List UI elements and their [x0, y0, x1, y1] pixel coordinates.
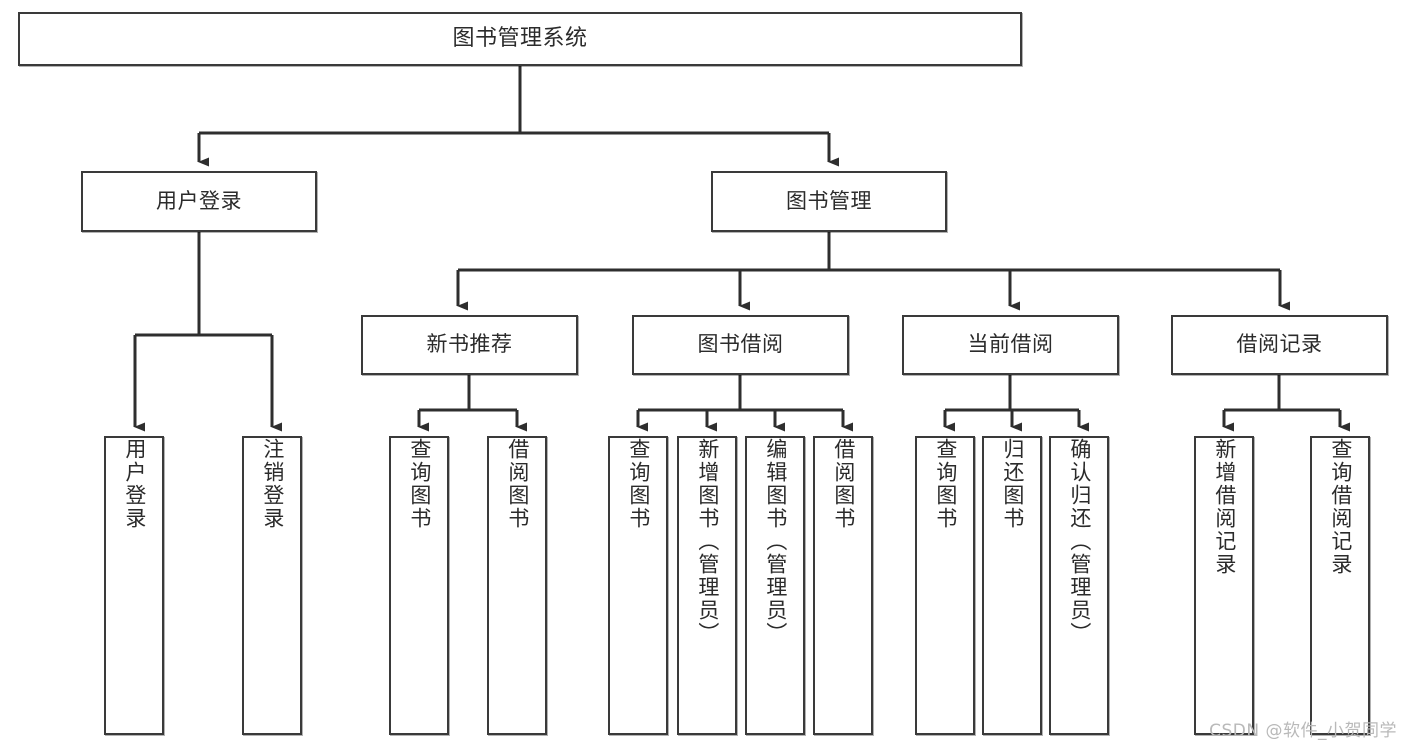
- node-label: 用户登录: [122, 438, 147, 530]
- node-label: 借阅记录: [1236, 332, 1323, 357]
- node-label: 确认归还（管理员）: [1067, 438, 1092, 645]
- node-label: 编辑图书（管理员）: [763, 438, 788, 645]
- node-用户登录-1: 用户登录: [104, 436, 164, 735]
- node-注销登录-2: 注销登录: [242, 436, 302, 735]
- node-label: 查询图书: [407, 438, 432, 530]
- node-label: 新书推荐: [426, 332, 513, 357]
- node-label: 用户登录: [156, 188, 242, 213]
- node-label: 归还图书: [1000, 438, 1025, 530]
- node-借阅图书-11: 借阅图书: [813, 436, 873, 735]
- node-确认归还管理员-15: 确认归还（管理员）: [1049, 436, 1109, 735]
- node-label: 借阅图书: [831, 438, 856, 530]
- node-用户登录-0: 用户登录: [81, 171, 317, 232]
- node-借阅记录-16: 借阅记录: [1171, 315, 1388, 375]
- node-查询借阅记录-18: 查询借阅记录: [1310, 436, 1370, 735]
- node-label: 借阅图书: [505, 438, 530, 530]
- node-归还图书-14: 归还图书: [982, 436, 1042, 735]
- node-label: 当前借阅: [967, 332, 1054, 357]
- node-借阅图书-6: 借阅图书: [487, 436, 547, 735]
- node-label: 图书管理系统: [452, 25, 588, 51]
- node-label: 新增图书（管理员）: [695, 438, 720, 645]
- node-label: 新增借阅记录: [1212, 438, 1237, 576]
- node-查询图书-8: 查询图书: [608, 436, 668, 735]
- node-label: 注销登录: [260, 438, 285, 530]
- node-图书管理系统: 图书管理系统: [18, 12, 1022, 66]
- node-label: 图书借阅: [697, 332, 784, 357]
- node-label: 图书管理: [786, 188, 872, 213]
- node-label: 查询图书: [933, 438, 958, 530]
- node-新增借阅记录-17: 新增借阅记录: [1194, 436, 1254, 735]
- node-新增图书管理员-9: 新增图书（管理员）: [677, 436, 737, 735]
- node-图书管理-3: 图书管理: [711, 171, 947, 232]
- node-label: 查询借阅记录: [1328, 438, 1353, 576]
- node-图书借阅-7: 图书借阅: [632, 315, 849, 375]
- node-新书推荐-4: 新书推荐: [361, 315, 578, 375]
- node-label: 查询图书: [626, 438, 651, 530]
- node-编辑图书管理员-10: 编辑图书（管理员）: [745, 436, 805, 735]
- node-查询图书-13: 查询图书: [915, 436, 975, 735]
- node-查询图书-5: 查询图书: [389, 436, 449, 735]
- node-当前借阅-12: 当前借阅: [902, 315, 1119, 375]
- csdn-watermark: CSDN @软件_小贺同学: [1209, 721, 1397, 741]
